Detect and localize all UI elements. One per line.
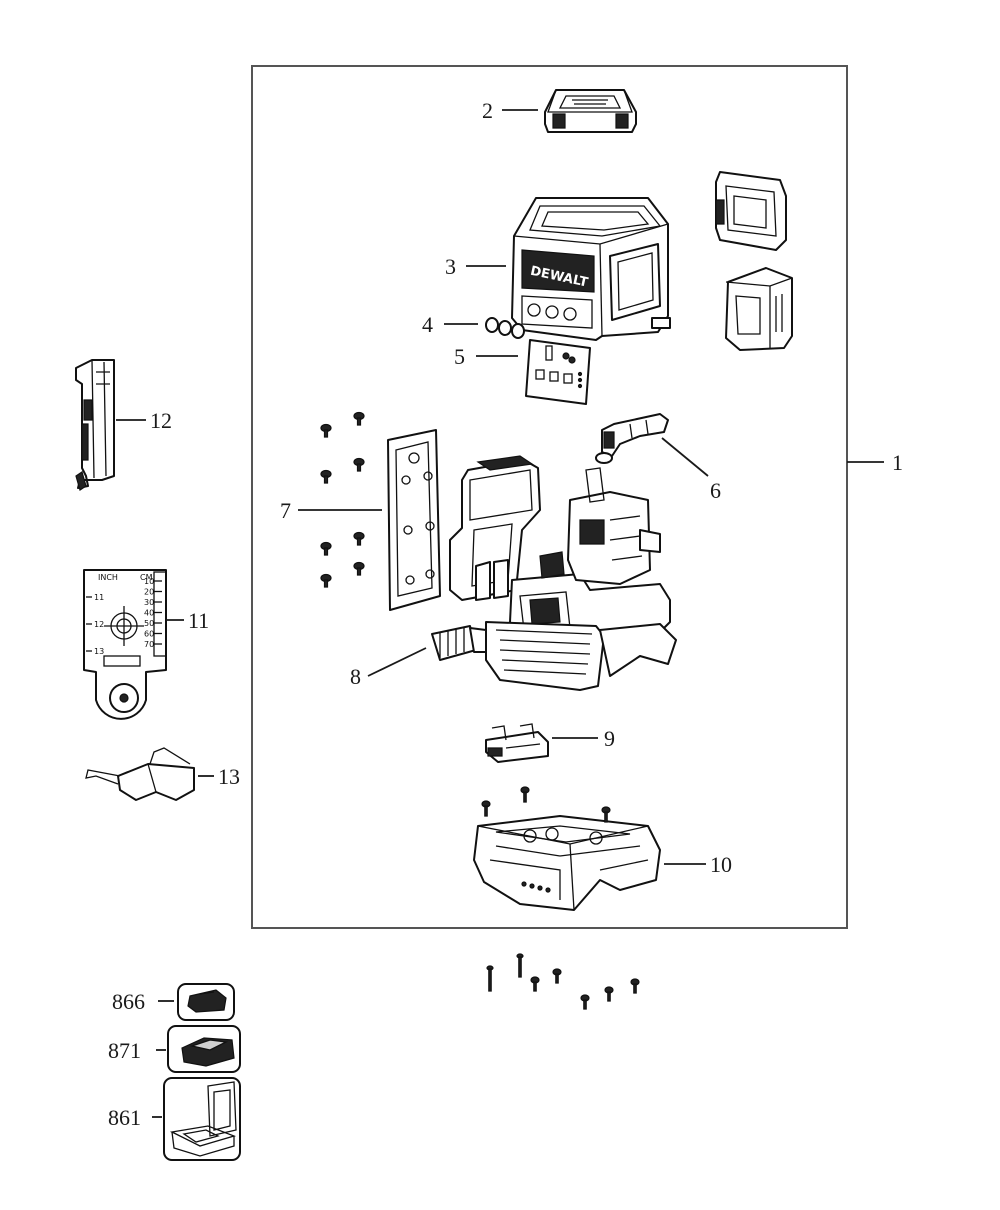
- callout-4: 4: [422, 312, 433, 337]
- callout-9: 9: [604, 726, 615, 751]
- window-panel-lower: [725, 267, 793, 351]
- target-header-inch: INCH: [98, 573, 118, 582]
- core-chassis: [449, 452, 677, 691]
- part-10-base: [473, 786, 661, 911]
- part-13-safety-glasses: [85, 747, 195, 801]
- callout-8: 8: [350, 664, 361, 689]
- callout-11: 11: [188, 608, 209, 633]
- part-4-buttons: [485, 317, 525, 339]
- callout-871: 871: [108, 1038, 141, 1063]
- callout-1: 1: [892, 450, 903, 475]
- leader-8: [367, 647, 427, 677]
- part-9-clip: [485, 723, 549, 763]
- part-7-back-panel: [387, 429, 441, 611]
- callout-866: 866: [112, 989, 145, 1014]
- target-cm-tick-label: 40: [144, 609, 154, 618]
- target-cm-tick-label: 70: [144, 640, 154, 649]
- target-cm-tick-label: 20: [144, 588, 154, 597]
- callout-861: 861: [108, 1105, 141, 1130]
- part-5-circuit-board: [525, 339, 591, 405]
- target-inch-tick-label: 13: [94, 647, 104, 656]
- target-inch-tick-label: 12: [94, 620, 104, 629]
- window-panel-upper: [715, 171, 787, 251]
- part-861-case: [163, 1077, 241, 1161]
- part-866-battery: [177, 983, 235, 1021]
- part-6-latch: [601, 413, 669, 457]
- target-cm-tick-label: 60: [144, 630, 154, 639]
- part-2-top-cap: [544, 89, 637, 133]
- callout-6: 6: [710, 478, 721, 503]
- leader-6: [661, 437, 709, 477]
- target-inch-ticks: 11 12 13: [86, 593, 104, 656]
- callout-12: 12: [150, 408, 172, 433]
- callout-5: 5: [454, 344, 465, 369]
- target-cm-tick-label: 10: [144, 577, 154, 586]
- callout-13: 13: [218, 764, 240, 789]
- callout-3: 3: [445, 254, 456, 279]
- part-3-housing: DEWALT: [511, 197, 671, 341]
- target-header-cm: CM: [140, 573, 153, 582]
- part-871-charger: [167, 1025, 241, 1073]
- part-12-bracket: [75, 359, 115, 491]
- callout-2: 2: [482, 98, 493, 123]
- part-8-knob: [431, 625, 487, 661]
- target-inch-tick-label: 11: [94, 593, 104, 602]
- target-cm-tick-label: 50: [144, 619, 154, 628]
- target-cm-tick-label: 30: [144, 598, 154, 607]
- callout-10: 10: [710, 852, 732, 877]
- callout-7: 7: [280, 498, 291, 523]
- loose-screws: [486, 953, 640, 1010]
- part-7-screws: [320, 411, 365, 588]
- assembly-frame: [251, 65, 848, 929]
